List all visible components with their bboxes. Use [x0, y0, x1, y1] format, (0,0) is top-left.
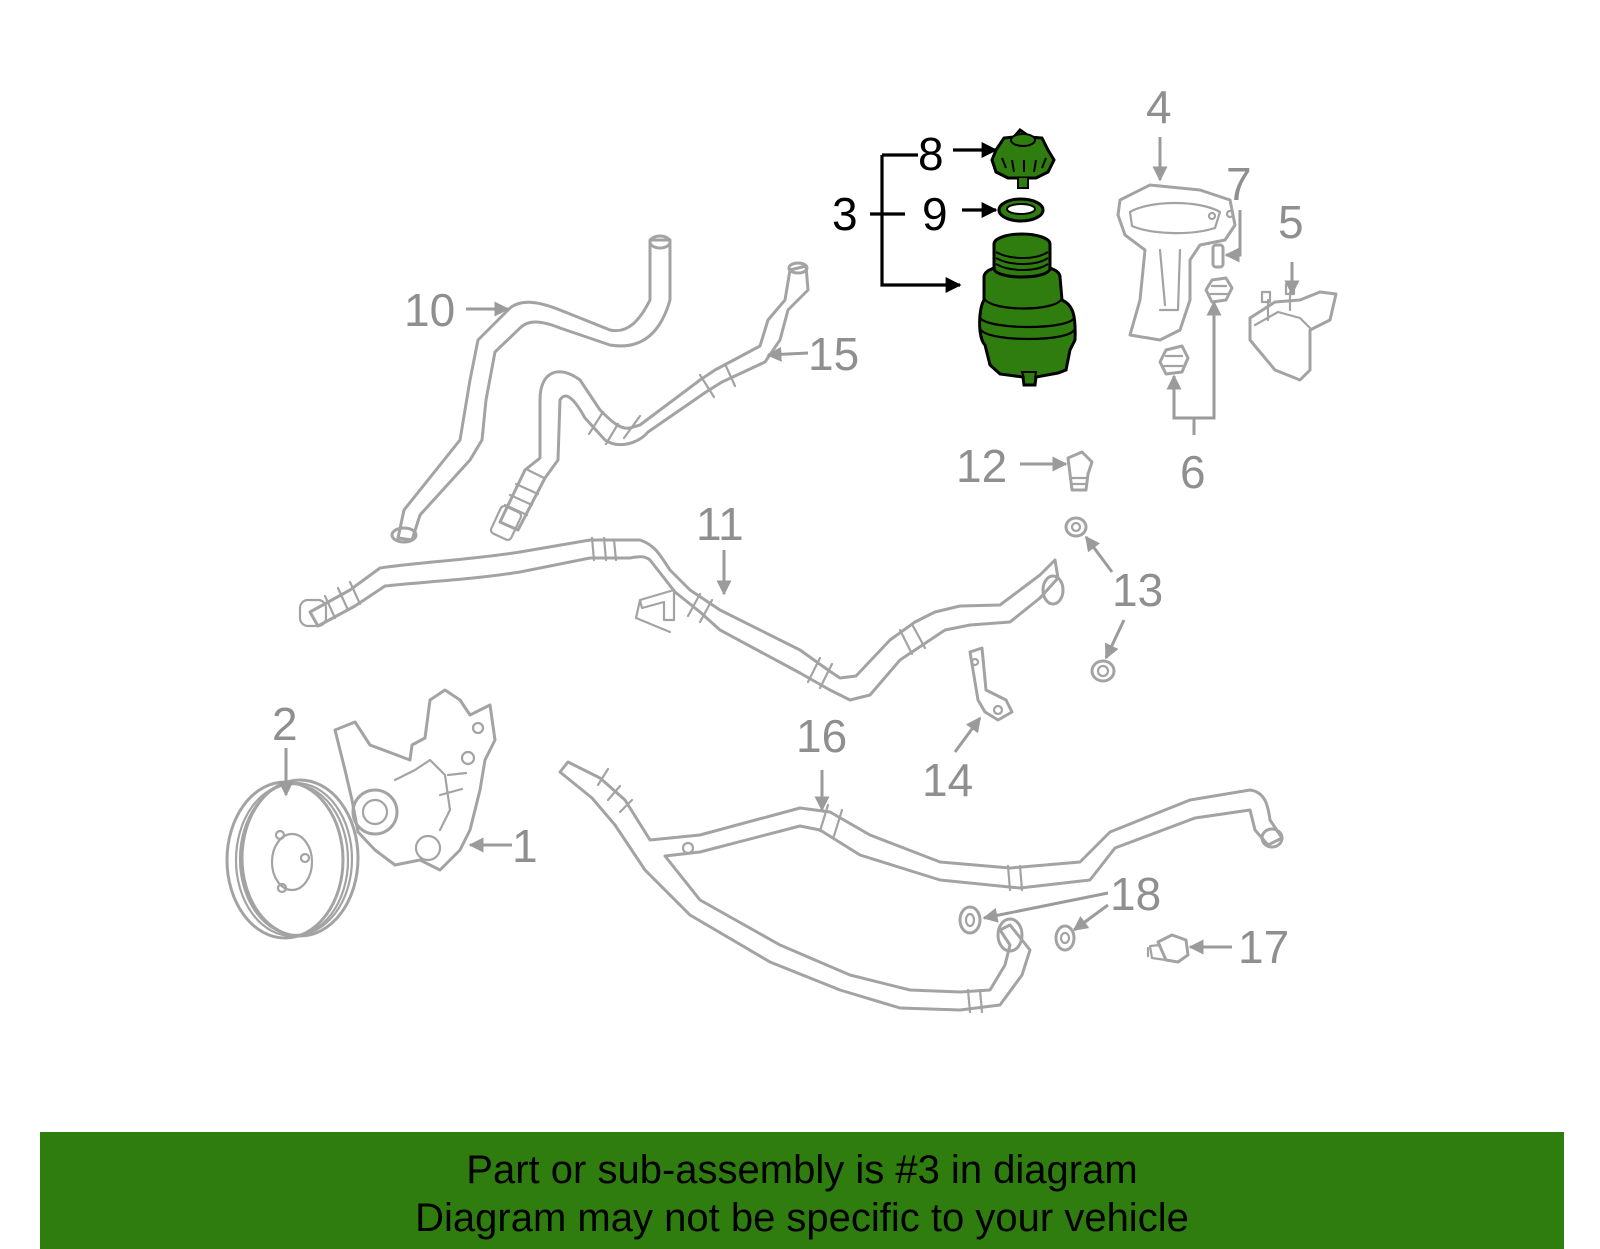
part-2-pulley[interactable]	[225, 778, 360, 940]
callout-9: 9	[922, 188, 948, 240]
callout-2: 2	[272, 698, 298, 750]
part-3-reservoir[interactable]	[978, 232, 1077, 387]
part-11-pressure-line[interactable]	[298, 536, 1065, 702]
leader-lines	[278, 137, 1300, 955]
part-4-reservoir-bracket[interactable]	[1116, 183, 1237, 342]
part-6-grommets[interactable]	[1158, 276, 1234, 376]
part-8-cap[interactable]	[990, 127, 1056, 189]
part-1-power-steering-pump[interactable]	[333, 688, 497, 872]
callout-14: 14	[922, 754, 973, 806]
part-9-o-ring[interactable]	[997, 197, 1045, 223]
part-18-washers[interactable]	[958, 905, 1076, 952]
parts-diagram: 1 2 3 4 5 6 7 8 9 10 11 12 13 14 15 16 1…	[225, 81, 1338, 1014]
callout-13: 13	[1112, 564, 1163, 616]
callout-4: 4	[1146, 81, 1172, 133]
part-14-bracket[interactable]	[968, 646, 1014, 722]
info-banner: Part or sub-assembly is #3 in diagram Di…	[40, 1132, 1564, 1249]
part-12-bolt[interactable]	[1066, 450, 1094, 492]
callout-16: 16	[796, 710, 847, 762]
callout-12: 12	[956, 440, 1007, 492]
banner-line-1: Part or sub-assembly is #3 in diagram	[466, 1148, 1138, 1192]
part-5-bracket[interactable]	[1248, 282, 1338, 382]
part-7-pin[interactable]	[1211, 243, 1225, 269]
callout-18: 18	[1110, 868, 1161, 920]
part-16-return-line[interactable]	[558, 760, 1284, 1014]
part-15-supply-hose[interactable]	[489, 261, 810, 542]
callout-3: 3	[832, 188, 858, 240]
callout-5: 5	[1278, 196, 1304, 248]
callout-labels: 1 2 3 4 5 6 7 8 9 10 11 12 13 14 15 16 1…	[272, 81, 1304, 973]
part-13-washers[interactable]	[1064, 516, 1116, 683]
callout-6: 6	[1180, 446, 1206, 498]
callout-7: 7	[1226, 158, 1252, 210]
callout-10: 10	[404, 284, 455, 336]
part-10-return-hose[interactable]	[390, 234, 672, 544]
callout-17: 17	[1238, 921, 1289, 973]
callout-8: 8	[918, 128, 944, 180]
part-17-bolt[interactable]	[1146, 933, 1190, 964]
callout-1: 1	[512, 820, 538, 872]
callout-11: 11	[696, 498, 744, 550]
banner-line-2: Diagram may not be specific to your vehi…	[415, 1196, 1189, 1240]
callout-15: 15	[808, 328, 859, 380]
